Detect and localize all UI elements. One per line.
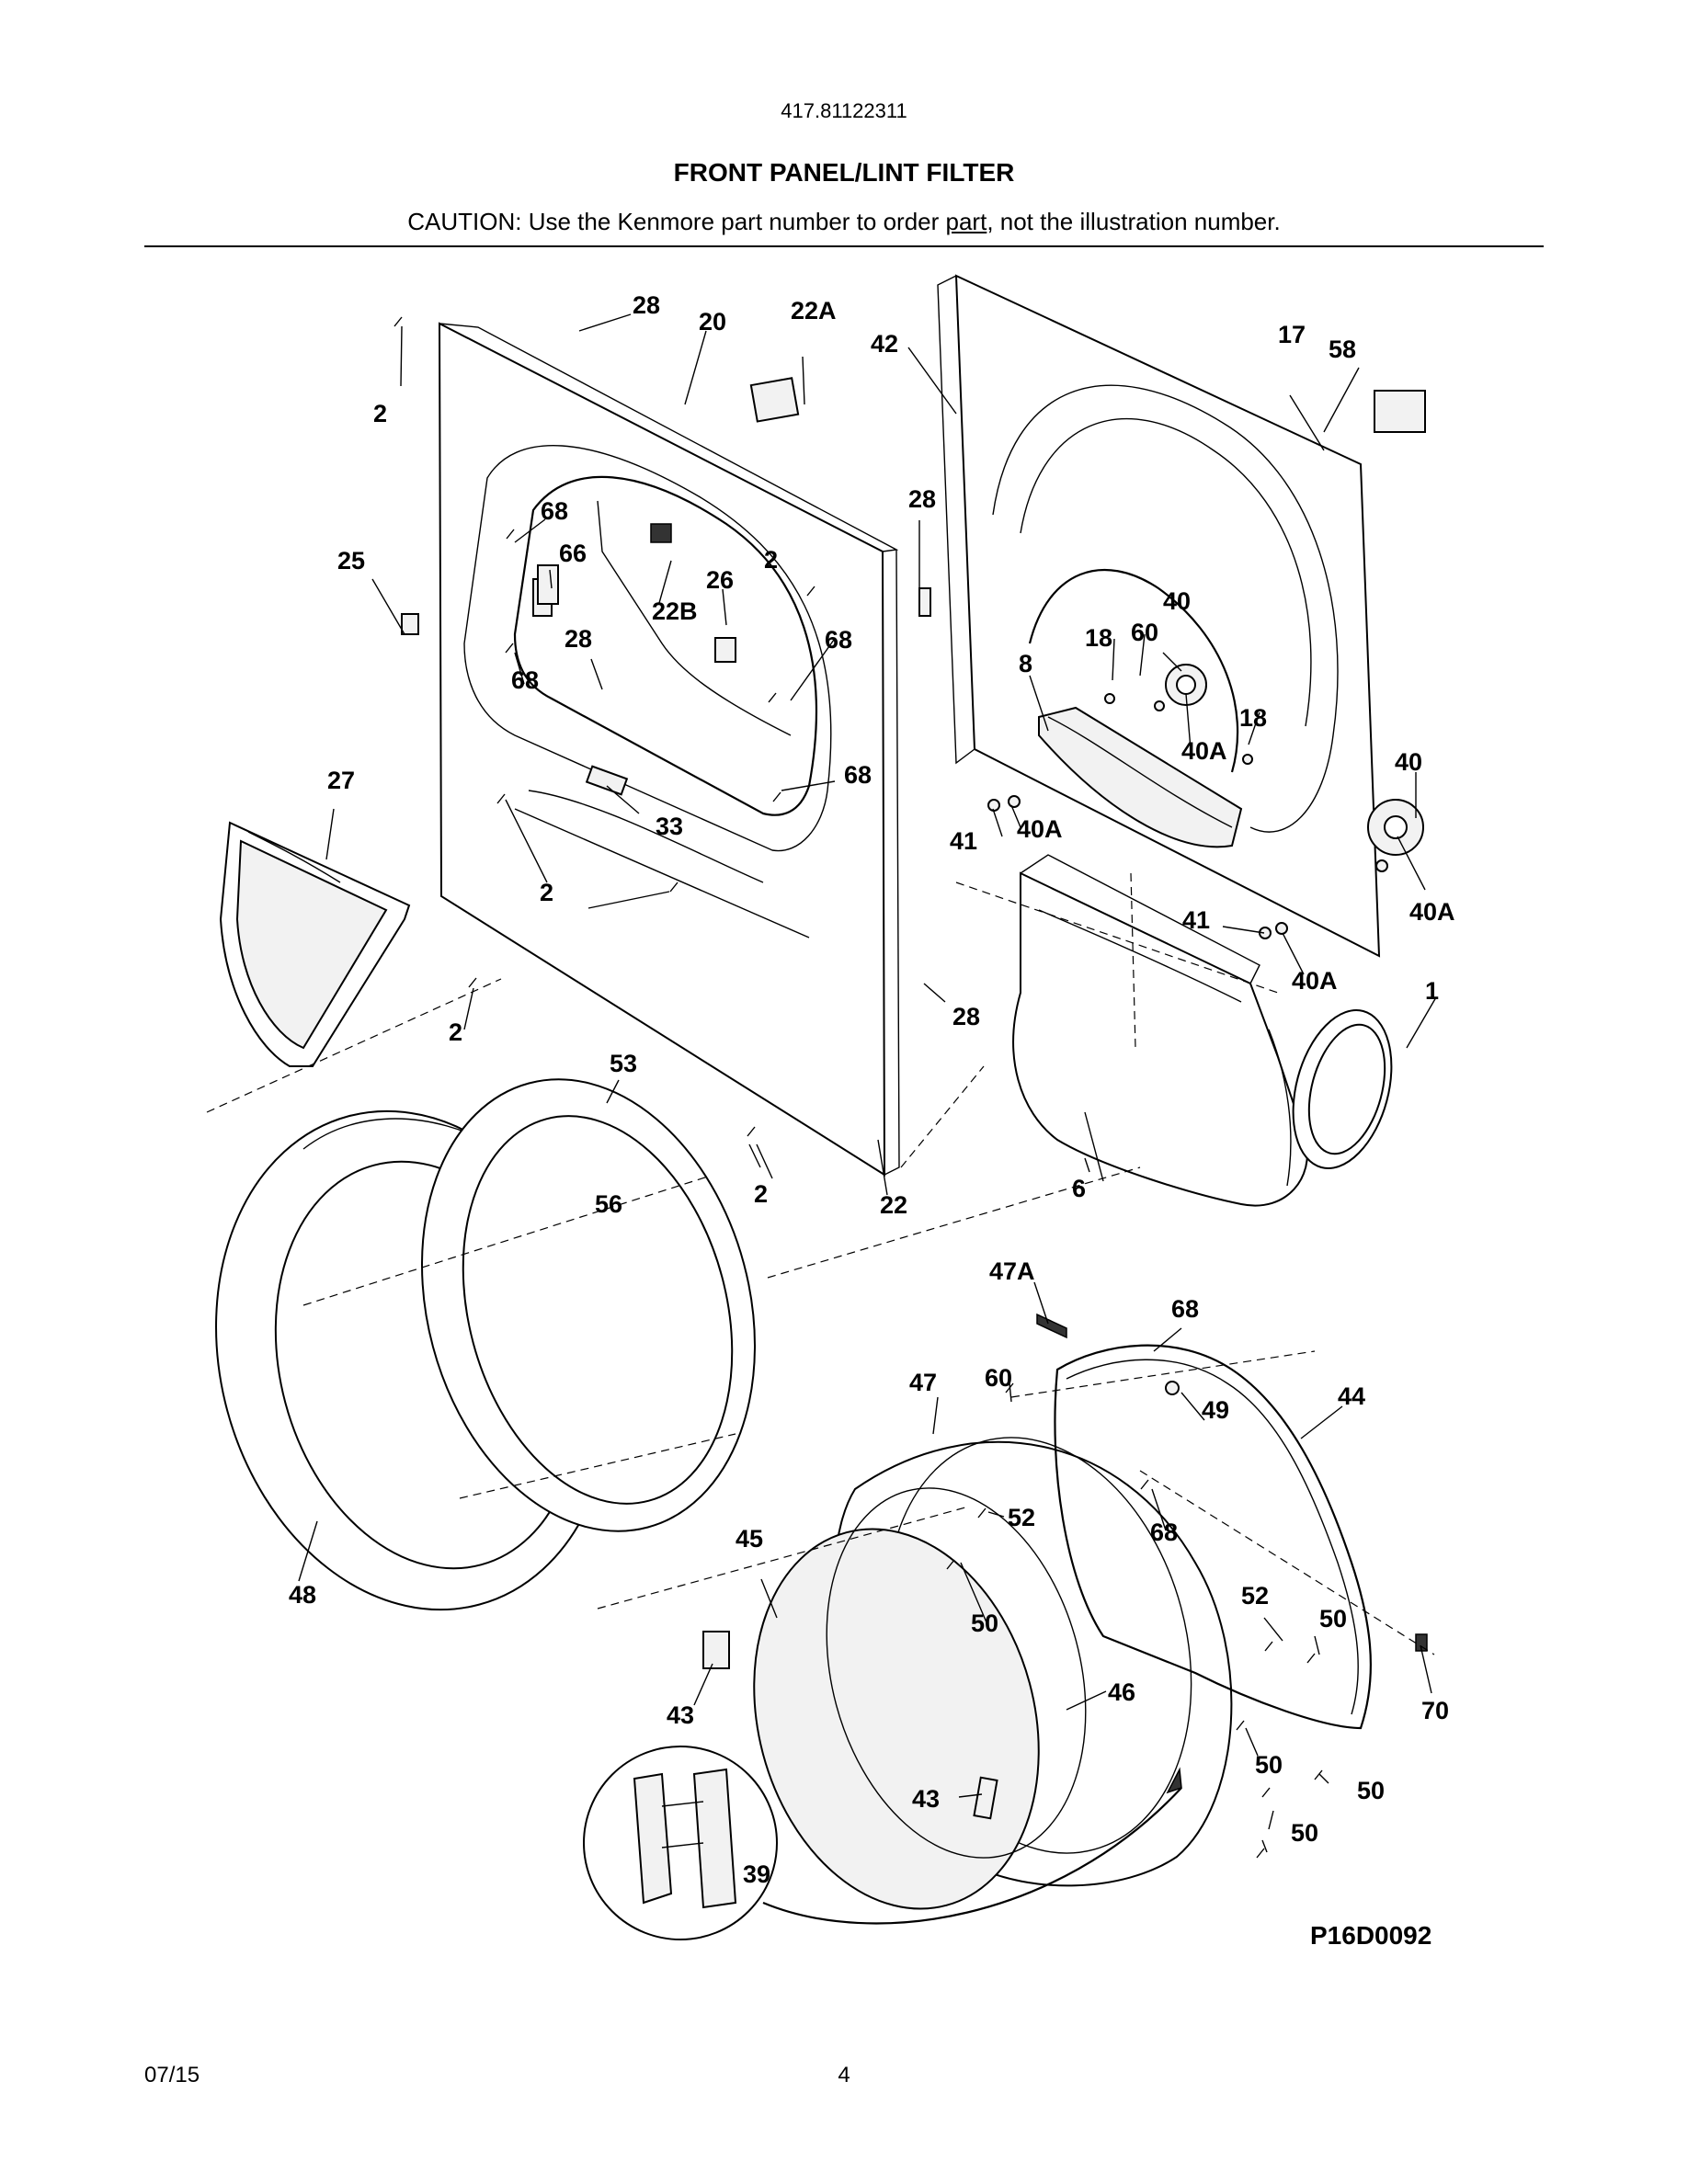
- callout-2: 2: [540, 879, 553, 906]
- callout-50: 50: [1319, 1605, 1347, 1632]
- callout-18: 18: [1239, 704, 1267, 732]
- callout-1: 1: [1425, 977, 1439, 1005]
- caution-note: CAUTION: Use the Kenmore part number to …: [0, 208, 1688, 236]
- callout-68: 68: [1171, 1295, 1199, 1323]
- callout-68: 68: [825, 626, 852, 654]
- callout-40: 40: [1163, 587, 1191, 615]
- callout-48: 48: [289, 1581, 316, 1609]
- hinge-detail-inset: [583, 1746, 1182, 1940]
- callout-2: 2: [754, 1180, 768, 1208]
- callout-58: 58: [1329, 336, 1356, 363]
- lint-filter-part: [219, 821, 411, 1067]
- callout-26: 26: [706, 566, 734, 594]
- leader-lines: [298, 313, 1437, 1853]
- callout-68: 68: [1150, 1519, 1178, 1546]
- header-divider: [144, 245, 1544, 247]
- small-parts: [393, 316, 1428, 1859]
- front-panel-part: [438, 322, 900, 1177]
- callout-28: 28: [908, 485, 936, 513]
- footer-date: 07/15: [144, 2063, 200, 2087]
- callout-52: 52: [1241, 1582, 1269, 1610]
- callout-39: 39: [743, 1860, 770, 1888]
- duct-part: [1012, 854, 1393, 1207]
- callout-28: 28: [633, 291, 660, 319]
- callout-42: 42: [871, 330, 898, 358]
- callout-70: 70: [1421, 1697, 1449, 1724]
- callout-25: 25: [337, 547, 365, 574]
- callout-17: 17: [1278, 321, 1306, 348]
- callout-28: 28: [565, 625, 592, 653]
- callout-8: 8: [1019, 650, 1032, 677]
- callout-40A: 40A: [1181, 737, 1227, 765]
- callout-68: 68: [541, 497, 568, 525]
- callout-40A: 40A: [1292, 967, 1338, 995]
- callout-47: 47: [909, 1369, 937, 1396]
- callout-43: 43: [912, 1785, 940, 1813]
- callout-45: 45: [736, 1525, 763, 1553]
- callout-44: 44: [1338, 1382, 1365, 1410]
- callout-40A: 40A: [1409, 898, 1455, 926]
- callout-52: 52: [1008, 1504, 1035, 1531]
- callout-53: 53: [610, 1050, 637, 1077]
- page-title: FRONT PANEL/LINT FILTER: [673, 158, 1015, 187]
- callout-22A: 22A: [791, 297, 837, 324]
- callout-50: 50: [1255, 1751, 1283, 1779]
- callout-50: 50: [1291, 1819, 1318, 1847]
- door-gasket-part: [1054, 1344, 1372, 1730]
- door-ring-part: [421, 1078, 756, 1532]
- rear-bulkhead-part: [937, 274, 1381, 958]
- callout-labels: 28 20 22A 42 58 17 2 68 66 25 2 26 28 22…: [289, 291, 1455, 1888]
- caution-prefix: CAUTION: Use the Kenmore part number to …: [407, 208, 946, 235]
- callout-28: 28: [952, 1003, 980, 1030]
- callout-50: 50: [971, 1610, 998, 1637]
- callout-2: 2: [373, 400, 387, 427]
- callout-41: 41: [1182, 906, 1210, 934]
- diagram-code: P16D0092: [1310, 1921, 1432, 1950]
- callout-41: 41: [950, 827, 977, 855]
- callout-40: 40: [1395, 748, 1422, 776]
- callout-60: 60: [1131, 619, 1158, 646]
- callout-27: 27: [327, 767, 355, 794]
- callout-22B: 22B: [652, 597, 698, 625]
- callout-60: 60: [985, 1364, 1012, 1392]
- callout-50: 50: [1357, 1777, 1385, 1804]
- callout-18: 18: [1085, 624, 1112, 652]
- callout-49: 49: [1202, 1396, 1229, 1424]
- callout-22: 22: [880, 1191, 907, 1219]
- callout-2: 2: [764, 546, 778, 574]
- callout-66: 66: [559, 540, 587, 567]
- model-number: 417.81122311: [781, 99, 907, 122]
- callout-20: 20: [699, 308, 726, 336]
- callout-2: 2: [449, 1018, 462, 1046]
- callout-33: 33: [656, 813, 683, 840]
- page-number: 4: [838, 2063, 850, 2087]
- alignment-lines: [206, 872, 1435, 1655]
- callout-40A: 40A: [1017, 815, 1063, 843]
- callout-47A: 47A: [989, 1257, 1035, 1285]
- callout-68: 68: [511, 666, 539, 694]
- callout-56: 56: [595, 1190, 622, 1218]
- callout-46: 46: [1108, 1678, 1135, 1706]
- callout-68: 68: [844, 761, 872, 789]
- callout-6: 6: [1072, 1175, 1086, 1202]
- caution-underlined-word: part: [945, 208, 987, 235]
- callout-43: 43: [667, 1701, 694, 1729]
- caution-suffix: , not the illustration number.: [987, 208, 1281, 235]
- door-glass-part: [753, 1487, 1087, 1910]
